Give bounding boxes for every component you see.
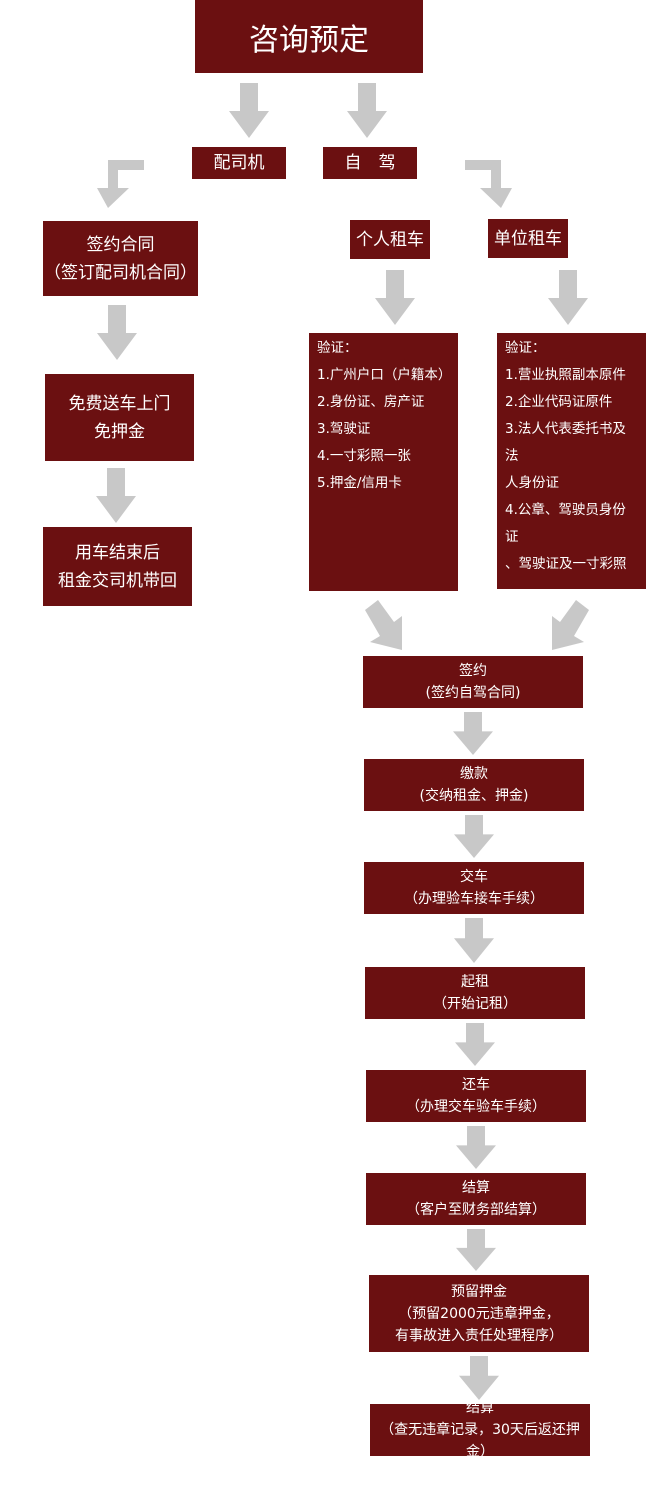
step-detail: （查无违章记录，30天后返还押金） bbox=[380, 1422, 580, 1460]
arrow-down-icon bbox=[454, 815, 494, 858]
verification-item: 张 bbox=[505, 610, 519, 626]
arrow-diagonal-down-left-icon bbox=[552, 600, 589, 650]
self-drive-step-4: 起租 （开始记租） bbox=[365, 967, 585, 1019]
company-rental-box: 单位租车 bbox=[488, 219, 568, 258]
step-title: 签约 bbox=[459, 663, 487, 679]
verification-item: 5.押金/信用卡 bbox=[317, 475, 402, 491]
verification-item: 3.法人代表委托书及法 bbox=[505, 421, 626, 464]
arrow-down-icon bbox=[96, 468, 136, 523]
arrow-bend-right-icon bbox=[465, 160, 512, 208]
step-detail: （办理交车验车手续） bbox=[406, 1099, 546, 1115]
step-detail: （办理验车接车手续） bbox=[404, 891, 544, 907]
step-detail: 租金交司机带回 bbox=[58, 570, 177, 591]
company-verification-box: 验证： 1.营业执照副本原件 2.企业代码证原件 3.法人代表委托书及法人身份证 4.公… bbox=[497, 333, 646, 653]
arrow-down-icon bbox=[456, 1126, 496, 1169]
self-drive-branch-label: 自 驾 bbox=[344, 153, 396, 173]
arrow-down-icon bbox=[453, 712, 493, 755]
step-title: 起租 bbox=[461, 974, 489, 990]
driver-branch-label: 配司机 bbox=[213, 153, 265, 173]
arrow-down-icon bbox=[456, 1229, 496, 1271]
step-title: 还车 bbox=[462, 1077, 490, 1093]
title-box: 咨询预定 bbox=[195, 0, 423, 73]
arrow-bend-left-icon bbox=[97, 160, 144, 208]
title: 咨询预定 bbox=[249, 22, 369, 58]
verification-item: 验证： bbox=[505, 340, 546, 356]
verification-item: 2.身份证、房产证 bbox=[317, 394, 425, 410]
verification-item: 2.企业代码证原件 bbox=[505, 394, 613, 410]
arrow-diagonal-down-right-icon bbox=[365, 600, 402, 650]
self-drive-step-5: 还车 （办理交车验车手续） bbox=[366, 1070, 586, 1122]
arrow-down-icon bbox=[548, 270, 588, 325]
step-detail: (签约自驾合同) bbox=[425, 685, 521, 701]
arrow-down-icon bbox=[459, 1356, 499, 1400]
step-detail: （签订配司机合同） bbox=[44, 262, 197, 283]
self-drive-step-2: 缴款 (交纳租金、押金) bbox=[364, 759, 584, 811]
personal-rental-box: 个人租车 bbox=[350, 220, 430, 259]
step-detail: (交纳租金、押金) bbox=[419, 788, 529, 804]
arrow-down-icon bbox=[375, 270, 415, 325]
personal-rental-label: 个人租车 bbox=[356, 229, 424, 250]
arrow-down-icon bbox=[455, 1023, 495, 1066]
step-detail: 免押金 bbox=[94, 421, 145, 442]
company-rental-label: 单位租车 bbox=[494, 228, 562, 249]
self-drive-step-1: 签约 (签约自驾合同) bbox=[363, 656, 583, 708]
verification-item: 4.公章、驾驶员身份证 bbox=[505, 502, 626, 545]
verification-item: 1.广州户口（户籍本） bbox=[317, 367, 452, 383]
step-detail: （客户至财务部结算） bbox=[406, 1202, 546, 1218]
driver-step-2: 免费送车上门免押金 bbox=[45, 374, 194, 461]
self-drive-step-6: 结算 （客户至财务部结算） bbox=[366, 1173, 586, 1225]
arrow-down-icon bbox=[454, 918, 494, 963]
step-title: 预留押金 bbox=[451, 1283, 507, 1300]
step-title: 交车 bbox=[460, 869, 488, 885]
step-title: 免费送车上门 bbox=[68, 393, 171, 414]
self-drive-step-8: 结算 （查无违章记录，30天后返还押金） bbox=[370, 1400, 590, 1460]
personal-verification-box: 验证： 1.广州户口（户籍本） 2.身份证、房产证 3.驾驶证 4.一寸彩照一张 5.押金… bbox=[309, 333, 458, 591]
driver-step-3: 用车结束后租金交司机带回 bbox=[43, 527, 192, 606]
verification-item: 5.押金 bbox=[505, 637, 545, 653]
step-detail: 有事故进入责任处理程序） bbox=[395, 1327, 563, 1344]
step-title: 缴款 bbox=[460, 766, 488, 782]
step-detail: （开始记租） bbox=[433, 996, 517, 1012]
step-title: 签约合同 bbox=[86, 234, 155, 255]
step-title: 结算 bbox=[466, 1400, 494, 1416]
step-detail: （预留2000元违章押金， bbox=[398, 1305, 560, 1322]
verification-item: 3.驾驶证 bbox=[317, 421, 371, 437]
driver-step-1: 签约合同 （签订配司机合同） bbox=[43, 221, 198, 296]
verification-item: 4.一寸彩照一张 bbox=[317, 448, 411, 464]
self-drive-step-3: 交车 （办理验车接车手续） bbox=[364, 862, 584, 914]
verification-item: 、驾驶证及一寸彩照一 bbox=[505, 556, 627, 599]
verification-item: 1.营业执照副本原件 bbox=[505, 367, 626, 383]
arrow-down-icon bbox=[229, 83, 269, 138]
self-drive-step-7: 预留押金 （预留2000元违章押金， 有事故进入责任处理程序） bbox=[369, 1275, 589, 1352]
step-title: 用车结束后 bbox=[75, 542, 160, 563]
self-drive-branch-box: 自 驾 bbox=[323, 147, 417, 179]
arrow-down-icon bbox=[97, 305, 137, 360]
driver-branch-box: 配司机 bbox=[192, 147, 286, 179]
arrow-down-icon bbox=[347, 83, 387, 138]
verification-item: 人身份证 bbox=[505, 475, 559, 491]
step-title: 结算 bbox=[462, 1180, 490, 1196]
verification-item: 验证： bbox=[317, 340, 358, 356]
